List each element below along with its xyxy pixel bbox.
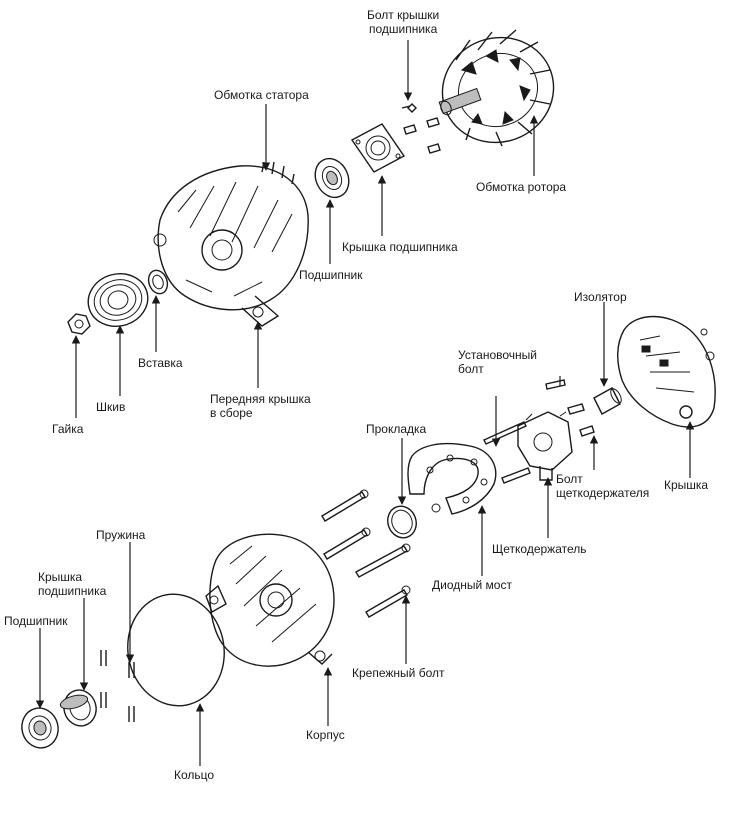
insert-part	[147, 269, 169, 295]
label-housing: Корпус	[306, 728, 345, 742]
gasket-part	[387, 505, 417, 539]
leader-lines	[35, 40, 695, 766]
label-mounting-bolt: Установочный болт	[458, 348, 538, 376]
housing-part	[205, 533, 335, 667]
mounting-bolts-middle	[483, 421, 531, 484]
label-rear-bearing-cover: Крышка подшипника	[38, 570, 107, 598]
top-bearing	[314, 157, 350, 199]
label-brush-holder-bolt: Болт щеткодержателя	[556, 472, 650, 500]
label-front-cover: Передняя крышка в сборе	[210, 392, 311, 420]
insulator-part	[593, 387, 622, 415]
label-diode-bridge: Диодный мост	[432, 578, 512, 592]
label-gasket: Прокладка	[366, 422, 427, 436]
front-cover-assembly	[153, 161, 309, 327]
label-fastening-bolt: Крепежный болт	[352, 666, 445, 680]
label-bearing-cover-bolt: Болт крышки подшипника	[367, 8, 440, 36]
label-pulley: Шкив	[96, 400, 126, 414]
bearing-cover-plate	[350, 123, 406, 173]
springs-part	[100, 650, 135, 722]
mounting-bolts-right	[545, 379, 595, 437]
label-insulator: Изолятор	[574, 290, 627, 304]
label-rear-bearing: Подшипник	[4, 614, 68, 628]
label-stator-winding: Обмотка статора	[214, 88, 309, 102]
pulley-part	[87, 273, 149, 327]
label-bearing: Подшипник	[299, 268, 363, 282]
long-bolts	[321, 489, 411, 618]
label-cover: Крышка	[664, 478, 709, 492]
label-brush-holder: Щеткодержатель	[492, 542, 587, 556]
nut-part	[67, 313, 91, 335]
label-insert: Вставка	[138, 356, 183, 370]
rotor-part	[438, 29, 555, 147]
ring-part	[127, 593, 225, 707]
label-bearing-cover: Крышка подшипника	[342, 240, 458, 254]
label-nut: Гайка	[52, 422, 84, 436]
label-spring: Пружина	[96, 528, 146, 542]
rear-bearing-part	[21, 707, 59, 749]
bolts-top	[401, 103, 441, 154]
label-ring: Кольцо	[174, 768, 215, 782]
diode-bridge-part	[407, 442, 497, 515]
rear-cover-part	[617, 315, 716, 428]
rear-bearing-cover-part	[59, 689, 97, 727]
brush-holder-part	[517, 411, 573, 481]
label-rotor-winding: Обмотка ротора	[476, 180, 567, 194]
